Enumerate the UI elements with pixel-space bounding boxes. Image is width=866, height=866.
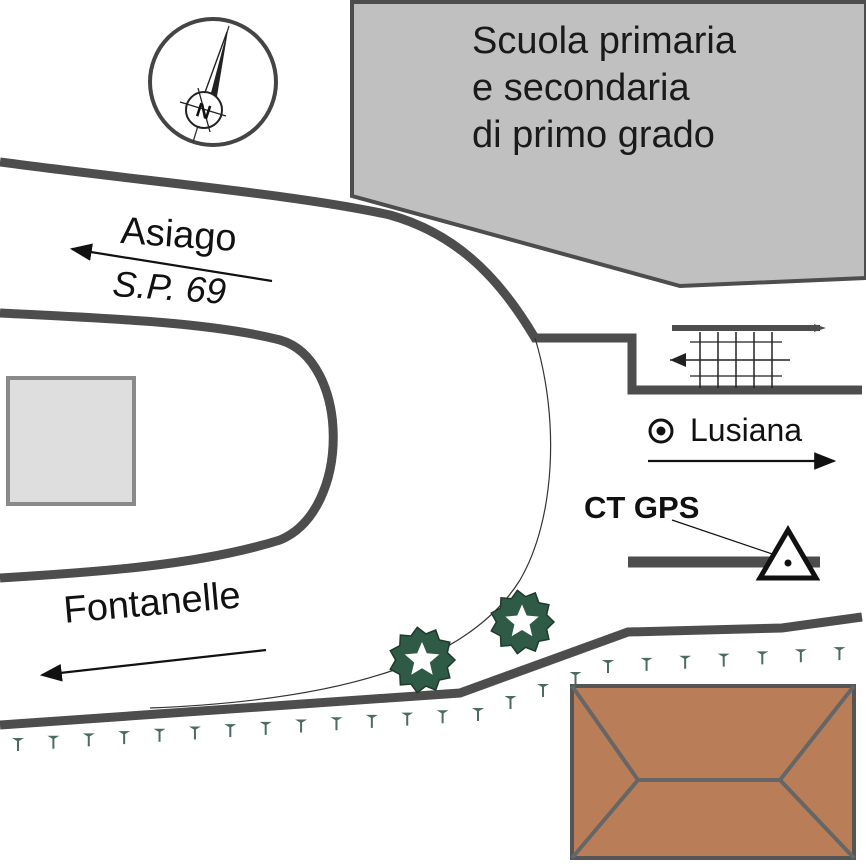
tree-icon: [389, 626, 457, 694]
grass-tuft-icon: [47, 735, 60, 749]
side-bridge: [670, 324, 826, 388]
house-roof: [570, 684, 856, 860]
road-edge-inner: [0, 308, 338, 583]
ct-gps-label: CT GPS: [584, 490, 700, 525]
asiago-label: Asiago: [119, 210, 239, 261]
grass-tuft-icon: [188, 726, 201, 740]
grass-tuft-icon: [259, 721, 272, 735]
ct-gps-leader: [671, 519, 785, 559]
school-building: [350, 0, 866, 289]
school-label-line-1: Scuola primaria: [472, 20, 736, 62]
compass-rose-icon: [148, 17, 278, 147]
grass-tuft-icon: [569, 672, 582, 685]
asiago-arrow: [69, 243, 273, 283]
grass-tuft-icon: [365, 714, 378, 728]
sp69-label: S.P. 69: [111, 263, 228, 312]
lusiana-target-icon: [648, 418, 674, 444]
compass-north-letter: N: [193, 99, 214, 124]
grass-tuft-icon: [401, 712, 414, 726]
grass-tuft-icon: [295, 719, 308, 733]
grass-tuft-icon: [679, 655, 692, 669]
grass-tuft-icon: [602, 660, 614, 673]
road-edge-south: [0, 612, 863, 730]
tree-icon: [490, 589, 556, 655]
grass-tuft-icon: [472, 708, 484, 721]
grass-tuft-icon: [537, 684, 549, 697]
grass-tuft-icon: [224, 724, 237, 738]
trees: [389, 589, 556, 694]
fontanelle-arrow: [39, 648, 267, 682]
grass-tuft-icon: [794, 649, 807, 663]
grass-strip: [12, 647, 846, 751]
road-edge-north: [0, 157, 862, 395]
grass-tuft-icon: [756, 651, 769, 665]
grass-tuft-icon: [82, 733, 95, 747]
plaza-square: [6, 376, 136, 506]
grass-tuft-icon: [717, 653, 730, 667]
school-label-line-3: di primo grado: [472, 114, 715, 156]
grass-tuft-icon: [12, 738, 24, 751]
school-label: Scuola primaria e secondaria di primo gr…: [472, 18, 736, 159]
school-label-line-2: e secondaria: [472, 67, 690, 109]
footpath: [149, 337, 552, 709]
grass-tuft-icon: [640, 657, 653, 671]
grass-tuft-icon: [504, 696, 517, 709]
ct-gps-triangle-icon: [755, 525, 821, 581]
grass-tuft-icon: [330, 717, 343, 731]
lusiana-label: Lusiana: [690, 412, 803, 448]
grass-tuft-icon: [833, 647, 846, 661]
grass-tuft-icon: [436, 710, 449, 724]
grass-tuft-icon: [118, 731, 131, 745]
grass-tuft-icon: [153, 728, 166, 742]
